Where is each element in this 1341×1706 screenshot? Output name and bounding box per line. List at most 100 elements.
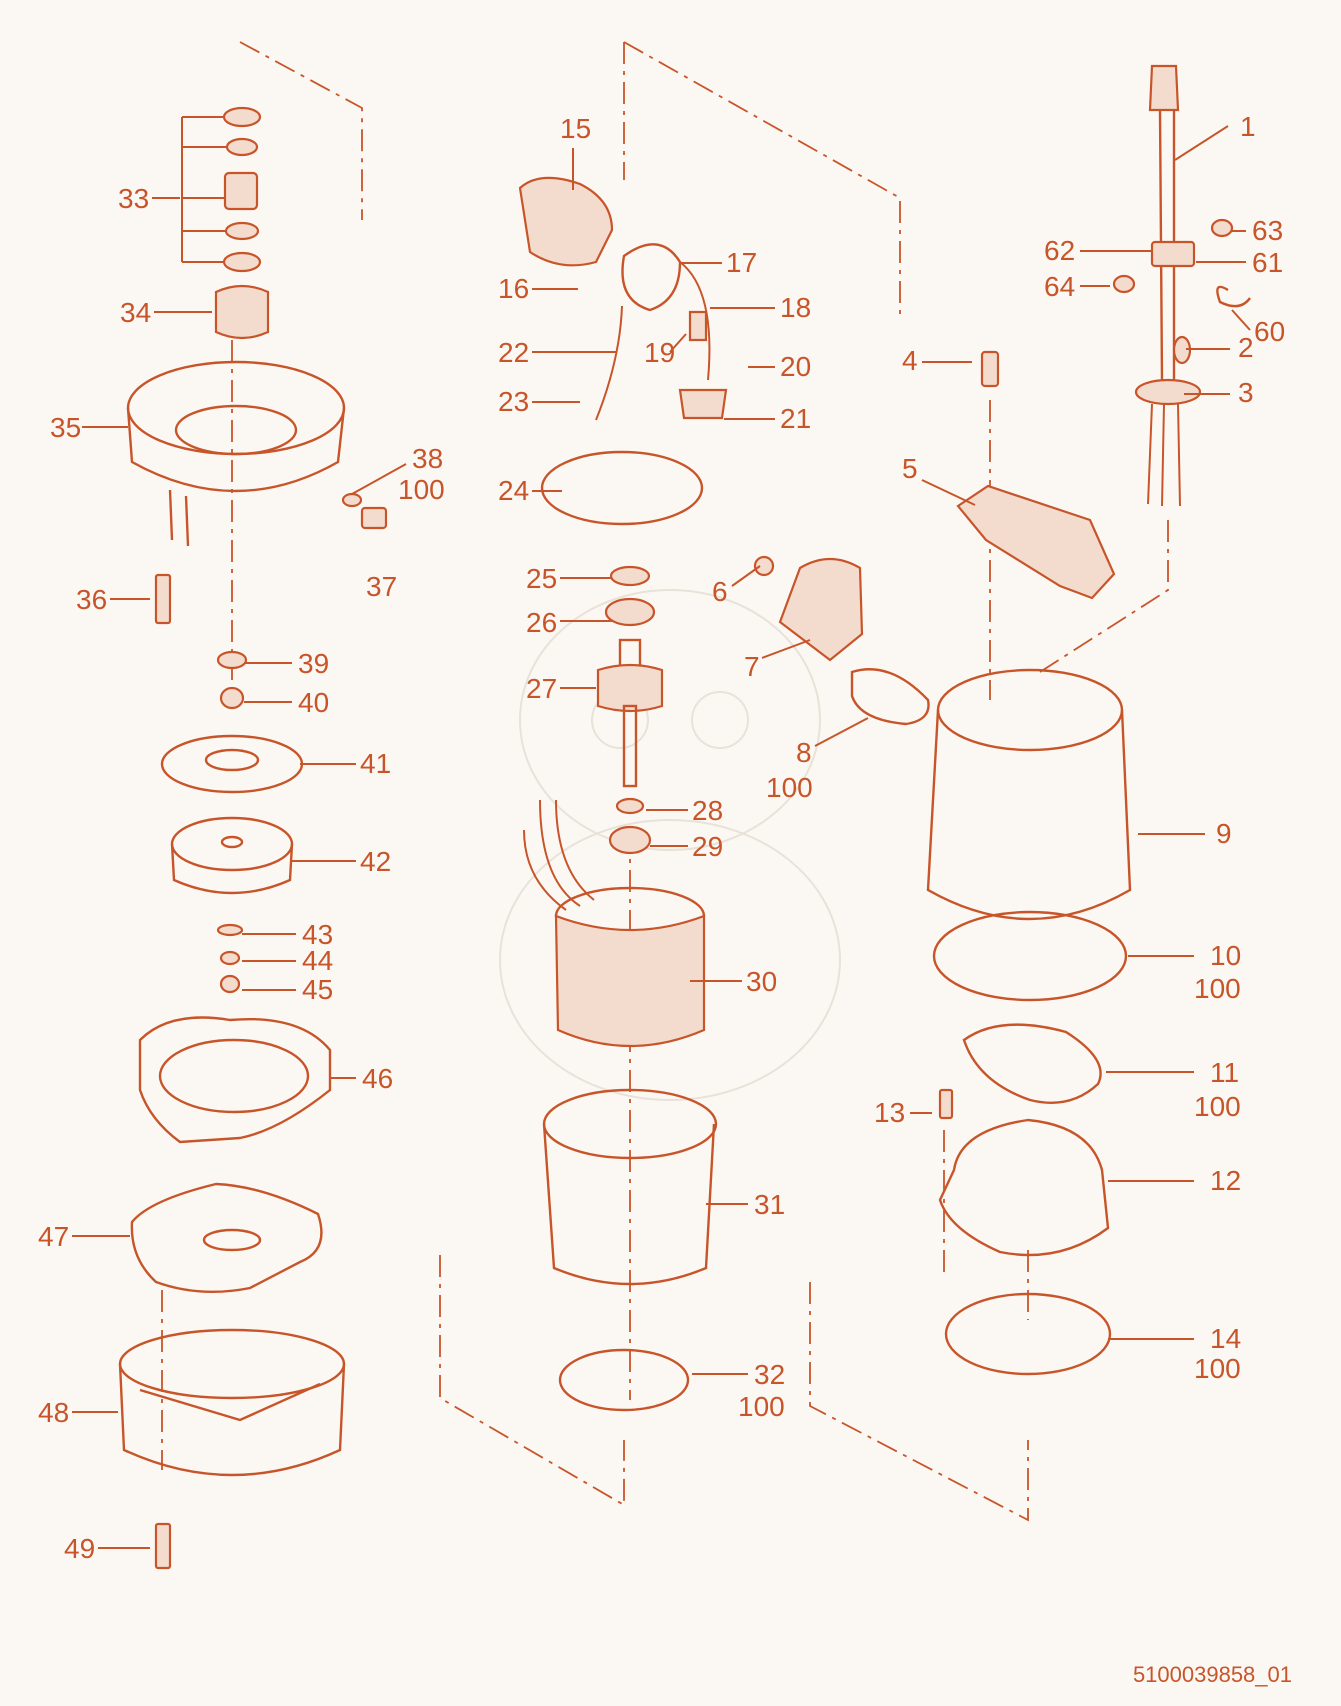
callout-label-22: 22: [498, 337, 529, 368]
part-7-outlet-elbow: [778, 558, 864, 662]
callout-labels: 1234567810091010011100121314100151617181…: [38, 111, 1285, 1564]
part-49-bolt: [154, 1522, 172, 1570]
part-6-plug: [753, 555, 775, 577]
callout-label-10b: 100: [1194, 973, 1241, 1004]
callout-label-38: 38: [412, 443, 443, 474]
part-1-cable: [1148, 64, 1180, 381]
callout-label-33: 33: [118, 183, 149, 214]
part-17-clamp: [621, 243, 682, 312]
part-35-housing-plate: [126, 360, 346, 547]
callout-label-37: 37: [366, 571, 397, 602]
part-64-screw: [1112, 274, 1136, 294]
parts: [118, 64, 1251, 1570]
part-11-cover: [962, 1023, 1102, 1104]
callout-label-61: 61: [1252, 247, 1283, 278]
leader-line-60: [1231, 309, 1251, 331]
part-46-pump-housing: [138, 1016, 332, 1144]
part-25-washer: [609, 565, 651, 587]
callout-label-64: 64: [1044, 271, 1075, 302]
callout-label-35: 35: [50, 412, 81, 443]
part-26-bearing: [604, 597, 656, 627]
callout-label-3: 3: [1238, 377, 1254, 408]
callout-label-34: 34: [120, 297, 151, 328]
callout-label-45: 45: [302, 974, 333, 1005]
callout-label-26: 26: [526, 607, 557, 638]
callout-label-1: 1: [1240, 111, 1256, 142]
callout-label-20: 20: [780, 351, 811, 382]
leader-line-7: [761, 639, 811, 659]
callout-label-44: 44: [302, 945, 333, 976]
leader-line-19: [669, 333, 687, 353]
callout-label-39: 39: [298, 648, 329, 679]
part-47-base-plate: [130, 1182, 323, 1294]
callout-label-9: 9: [1216, 818, 1232, 849]
leader-line-5: [921, 479, 976, 506]
leader-line-38: [351, 463, 407, 495]
callout-label-17: 17: [726, 247, 757, 278]
part-41-disc: [160, 734, 304, 794]
callout-label-46: 46: [362, 1063, 393, 1094]
callout-label-62: 62: [1044, 235, 1075, 266]
callout-label-19: 19: [644, 337, 675, 368]
callout-leaders: [72, 125, 1251, 1549]
callout-label-15: 15: [560, 113, 591, 144]
part-30-stator: [523, 799, 706, 1048]
part-42-impeller: [170, 816, 294, 895]
part-13-bolt: [938, 1088, 954, 1120]
part-44-washer: [219, 950, 241, 966]
part-63-screw: [1210, 218, 1234, 238]
callout-label-8: 8: [796, 737, 812, 768]
callout-label-31: 31: [754, 1189, 785, 1220]
callout-label-32: 32: [754, 1359, 785, 1390]
callout-label-36: 36: [76, 584, 107, 615]
callout-label-16: 16: [498, 273, 529, 304]
callout-label-6: 6: [712, 576, 728, 607]
callout-label-40: 40: [298, 687, 329, 718]
callout-label-5: 5: [902, 453, 918, 484]
callout-label-21: 21: [780, 403, 811, 434]
callout-label-14b: 100: [1194, 1353, 1241, 1384]
callout-label-38b: 100: [398, 474, 445, 505]
callout-label-49: 49: [64, 1533, 95, 1564]
part-22-wire: [595, 305, 623, 421]
callout-label-23: 23: [498, 386, 529, 417]
callout-label-4: 4: [902, 345, 918, 376]
callout-label-63: 63: [1252, 215, 1283, 246]
part-9-upper-housing: [926, 668, 1132, 921]
part-45-nut: [219, 974, 241, 994]
callout-label-47: 47: [38, 1221, 69, 1252]
callout-label-24: 24: [498, 475, 529, 506]
callout-label-27: 27: [526, 673, 557, 704]
callout-label-48: 48: [38, 1397, 69, 1428]
part-12-lower-housing: [938, 1118, 1110, 1257]
callout-label-12: 12: [1210, 1165, 1241, 1196]
callout-label-28: 28: [692, 795, 723, 826]
cable-leads: [1147, 403, 1181, 507]
part-3-grommet: [1134, 378, 1202, 406]
part-10-o-ring: [932, 910, 1128, 1002]
callout-label-32b: 100: [738, 1391, 785, 1422]
part-40-nut: [219, 686, 245, 710]
part-32-o-ring: [558, 1348, 690, 1412]
part-8-gasket: [850, 668, 930, 726]
callout-label-13: 13: [874, 1097, 905, 1128]
part-39-ring: [216, 650, 248, 670]
callout-label-41: 41: [360, 748, 391, 779]
part-61-clamp: [1150, 240, 1196, 268]
part-28-washer: [615, 797, 645, 815]
callout-label-11b: 100: [1194, 1091, 1241, 1122]
part-60-clip: [1216, 285, 1251, 308]
part-37-screw: [360, 506, 388, 530]
part-5-handle: [956, 484, 1116, 600]
callout-label-42: 42: [360, 846, 391, 877]
leader-line-6: [731, 565, 761, 587]
part-34-sleeve: [214, 284, 270, 340]
part-14-ring: [944, 1292, 1112, 1376]
leader-line-1: [1174, 125, 1229, 161]
part-36-bolt: [154, 573, 172, 625]
part-31-motor-housing: [542, 1088, 718, 1286]
part-21-switch-body: [678, 388, 728, 420]
leader-line-8: [814, 717, 869, 747]
document-id: 5100039858_01: [1133, 1662, 1292, 1687]
